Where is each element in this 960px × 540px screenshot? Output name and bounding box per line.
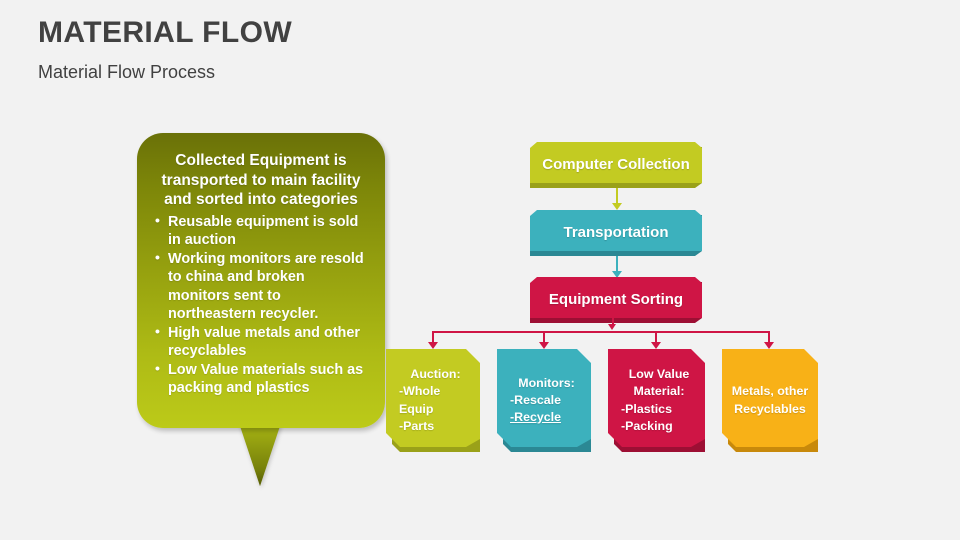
page-subtitle: Material Flow Process: [38, 61, 216, 82]
arrow-drop-line: [768, 331, 770, 345]
list-item: Low Value materials such as packing and …: [155, 360, 369, 398]
flow-node-computer-collection[interactable]: Computer Collection: [530, 142, 702, 188]
arrow-transportation-to-sorting: [612, 256, 622, 280]
flow-node-label: Transportation: [563, 224, 669, 241]
flow-node-low-value-material[interactable]: Low Value Material: -Plastics -Packing: [608, 349, 705, 452]
node-shape: [530, 210, 702, 256]
arrow-head-stub: [608, 324, 616, 330]
flow-node-label: Equipment Sorting: [548, 291, 684, 308]
list-item: Reusable equipment is sold in auction: [155, 212, 369, 250]
category-item: -Whole Equip: [399, 384, 441, 416]
arrow-head: [764, 342, 774, 349]
flow-node-label: Computer Collection: [542, 156, 690, 173]
category-item: -Parts: [399, 418, 435, 433]
arrow-head: [651, 342, 661, 349]
node-shape: [386, 349, 480, 452]
category-title: Monitors:: [518, 375, 575, 390]
flow-node-label: Metals, other Recyclables: [731, 384, 809, 416]
node-shape: [530, 142, 702, 188]
callout-bubble: Collected Equipment is transported to ma…: [137, 133, 385, 486]
arrow-head: [612, 271, 622, 278]
arrow-line: [616, 256, 618, 273]
callout-heading: Collected Equipment is transported to ma…: [161, 152, 361, 209]
arrow-head: [612, 203, 622, 210]
callout-bullet-list: Reusable equipment is sold in auction Wo…: [151, 212, 371, 398]
arrow-sorting-to-categories: [400, 318, 800, 354]
page-title: MATERIAL FLOW: [38, 16, 293, 49]
flow-node-label: Monitors: -Rescale -Recycle: [497, 375, 591, 426]
arrow-line: [616, 188, 618, 205]
category-title: Low Value Material:: [628, 367, 690, 399]
flow-node-auction[interactable]: Auction: -Whole Equip -Parts: [386, 349, 480, 452]
flow-node-metals-other-recyclables[interactable]: Metals, other Recyclables: [722, 349, 818, 452]
arrow-head: [539, 342, 549, 349]
page-header: MATERIAL FLOW Material Flow Process: [38, 16, 738, 82]
flow-node-transportation[interactable]: Transportation: [530, 210, 702, 256]
node-shape: [497, 349, 591, 452]
list-item: High value metals and other recyclables: [155, 323, 369, 361]
node-shape: [608, 349, 705, 452]
category-title: Auction:: [410, 367, 461, 382]
list-item: Working monitors are resold to china and…: [155, 249, 369, 324]
node-shape: [530, 277, 702, 323]
flow-node-monitors[interactable]: Monitors: -Rescale -Recycle: [497, 349, 591, 452]
category-item: -Plastics: [621, 401, 672, 416]
category-item-underlined: -Recycle: [510, 410, 561, 425]
arrow-bus-line: [432, 331, 768, 333]
callout-body: Collected Equipment is transported to ma…: [137, 133, 385, 428]
arrow-collection-to-transportation: [612, 188, 622, 212]
arrow-drop-line: [543, 331, 545, 345]
arrow-drop-line: [655, 331, 657, 345]
flow-node-equipment-sorting[interactable]: Equipment Sorting: [530, 277, 702, 323]
category-item: -Rescale: [510, 392, 561, 407]
arrow-head: [428, 342, 438, 349]
callout-tail: [239, 423, 281, 486]
flow-node-label: Low Value Material: -Plastics -Packing: [608, 366, 705, 434]
category-item: -Packing: [621, 418, 673, 433]
arrow-line-stub: [612, 318, 614, 327]
arrow-drop-line: [432, 331, 434, 345]
node-shape: [722, 349, 818, 452]
flow-node-label: Auction: -Whole Equip -Parts: [386, 366, 480, 434]
